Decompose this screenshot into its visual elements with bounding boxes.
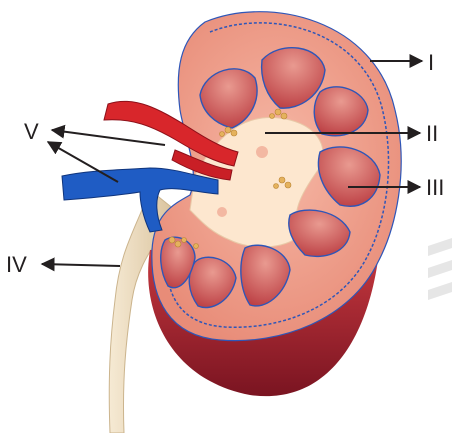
label-iv: IV (6, 252, 27, 277)
label-ii: II (426, 121, 438, 146)
label-i: I (428, 50, 434, 75)
label-v: V (24, 119, 39, 144)
arrow-iv (42, 264, 120, 266)
background-marks (428, 238, 452, 300)
arrow-v-upper (52, 130, 165, 145)
label-iii: III (426, 175, 444, 200)
